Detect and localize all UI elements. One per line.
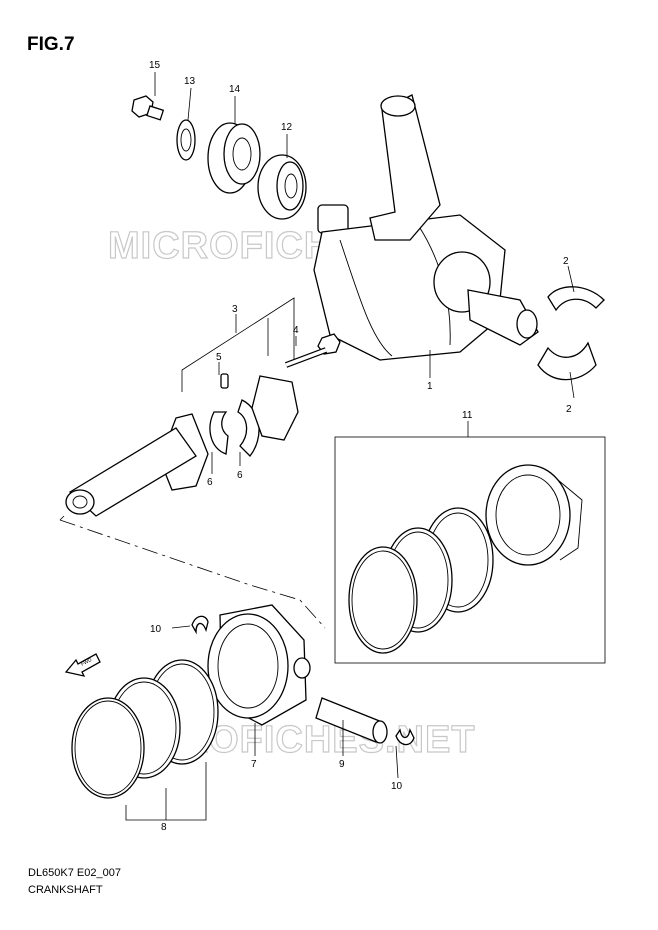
callout-11: 11 xyxy=(462,410,473,421)
forward-arrow-icon: FWD xyxy=(64,653,101,677)
callout-8: 8 xyxy=(161,822,167,833)
callout-12: 12 xyxy=(281,122,293,133)
callout-5: 5 xyxy=(216,352,222,363)
callout-2-lower: 2 xyxy=(566,404,572,415)
bearing-2-upper xyxy=(547,286,605,312)
rod-bearing-6a xyxy=(209,411,229,455)
gear-14 xyxy=(207,122,261,194)
callout-2-upper: 2 xyxy=(563,256,569,267)
callout-6-left: 6 xyxy=(207,477,213,488)
bolt-4 xyxy=(284,333,341,368)
callout-14: 14 xyxy=(229,84,241,95)
callout-3: 3 xyxy=(232,304,238,315)
piston-kit-box xyxy=(334,436,606,664)
connecting-rod xyxy=(65,375,299,517)
callout-10-left: 10 xyxy=(150,624,162,635)
piston-rings-8 xyxy=(71,659,219,821)
gear-12 xyxy=(257,154,307,220)
gear-13 xyxy=(176,119,196,161)
clip-10b xyxy=(395,728,415,746)
clip-10a xyxy=(191,615,209,635)
callout-7: 7 xyxy=(251,759,257,770)
piston-kit-11 xyxy=(348,464,583,654)
figure-title: FIG.7 xyxy=(27,34,75,55)
piston-pin-9 xyxy=(315,697,388,744)
callout-10-right: 10 xyxy=(391,781,403,792)
crankshaft-1 xyxy=(313,94,539,361)
footer-code: DL650K7 E02_007 xyxy=(28,867,121,879)
callout-1: 1 xyxy=(427,381,433,392)
callout-4: 4 xyxy=(293,325,299,336)
callout-13: 13 xyxy=(184,76,196,87)
piston-7 xyxy=(207,604,311,726)
callout-9: 9 xyxy=(339,759,345,770)
callout-6-right: 6 xyxy=(237,470,243,481)
forward-arrow-label: FWD xyxy=(80,657,93,668)
callout-15: 15 xyxy=(149,60,161,71)
pin-5 xyxy=(220,373,229,389)
footer-name: CRANKSHAFT xyxy=(28,884,103,896)
bearing-2-lower xyxy=(537,341,597,381)
bolt-15 xyxy=(131,95,165,121)
